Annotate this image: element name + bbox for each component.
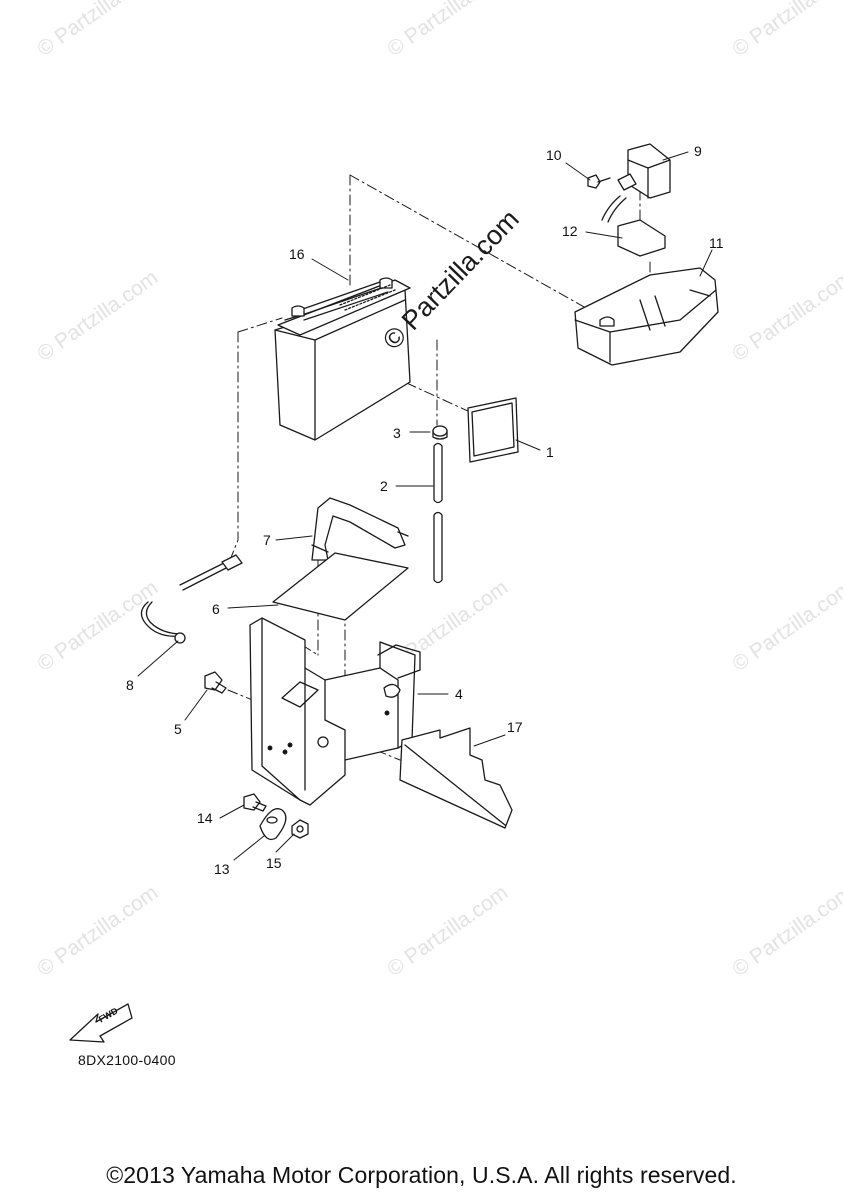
- screw-part-10: [587, 174, 611, 189]
- nut-part-15: [291, 819, 309, 839]
- callout-label: 4: [455, 686, 463, 702]
- callout-label: 11: [709, 235, 724, 251]
- clamp-part-13: [259, 808, 287, 841]
- lead-wire-part-8: [140, 554, 243, 644]
- strap-part-7: [311, 497, 409, 561]
- callout-label: 9: [694, 143, 702, 159]
- callout-label: 6: [212, 601, 220, 617]
- callout-label: 10: [546, 147, 562, 163]
- fwd-arrow-icon: [69, 1003, 133, 1043]
- cap-part-3: [432, 425, 448, 440]
- callout-label: 2: [380, 478, 388, 494]
- callout-label: 13: [214, 861, 230, 877]
- bolt-part-14: [243, 793, 267, 812]
- callout-label: 12: [562, 223, 578, 239]
- callout-label: 1: [546, 444, 554, 460]
- callout-label: 14: [197, 810, 213, 826]
- cover-part-17: [399, 727, 513, 829]
- battery-box-part-4: [249, 617, 421, 806]
- bolt-part-5: [204, 671, 227, 694]
- battery-part-16: [274, 277, 411, 441]
- cover-part-11: [574, 267, 719, 366]
- callout-label: 3: [393, 425, 401, 441]
- copyright-notice: ©2013 Yamaha Motor Corporation, U.S.A. A…: [106, 1162, 737, 1188]
- diagram-code: 8DX2100-0400: [78, 1052, 176, 1068]
- label-part-1: [467, 397, 519, 463]
- callout-label: 7: [263, 532, 271, 548]
- callout-label: 15: [266, 855, 282, 871]
- callout-label: 17: [507, 719, 523, 735]
- bracket-part-12: [617, 219, 666, 257]
- leader-lines: [137, 151, 713, 861]
- callout-label: 16: [289, 246, 305, 262]
- hose-part-2: [433, 442, 443, 584]
- callout-label: 8: [126, 677, 134, 693]
- callout-label: 5: [174, 721, 182, 737]
- relay-part-9: [601, 143, 671, 223]
- mat-part-6: [272, 552, 409, 621]
